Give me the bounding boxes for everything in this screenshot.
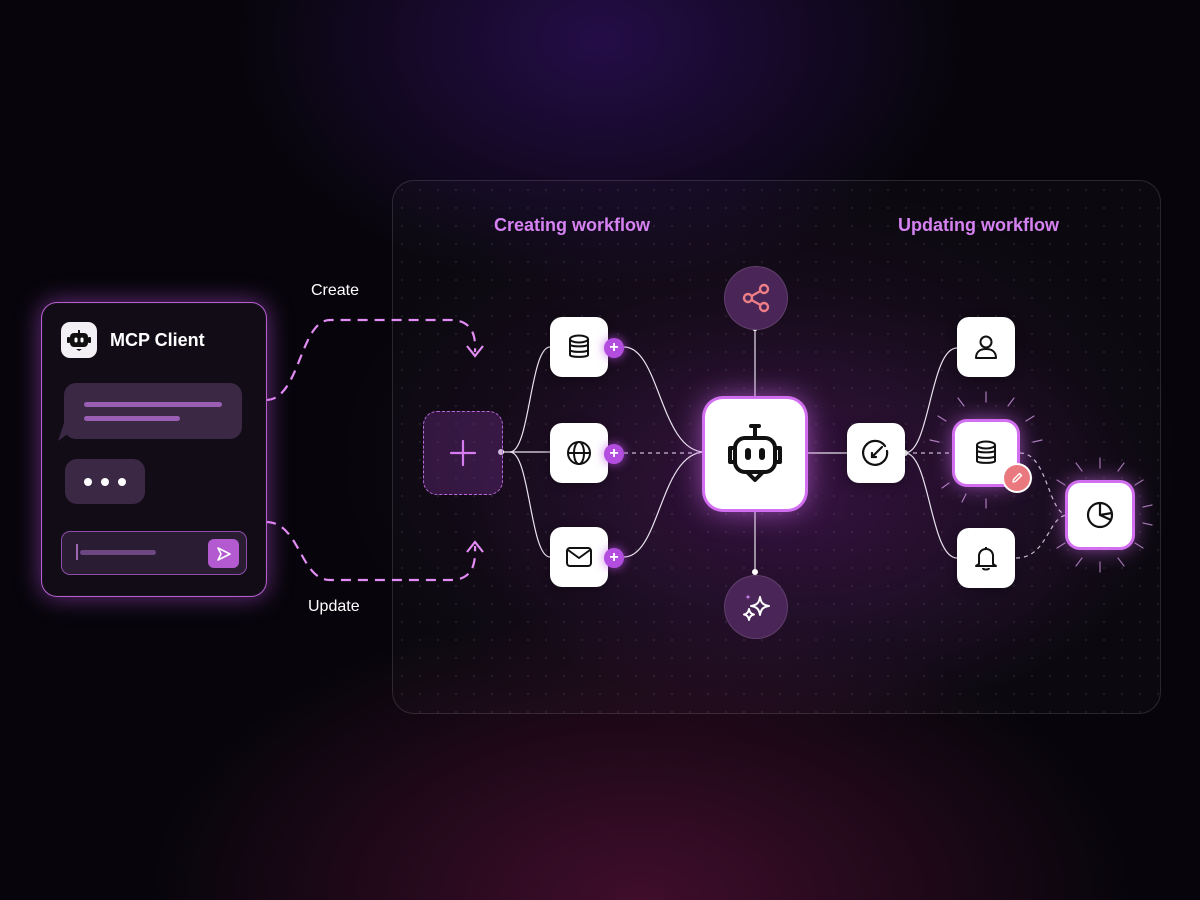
updating-workflow-title: Updating workflow (898, 215, 1059, 235)
add-badge[interactable]: + (604, 338, 624, 358)
sparkles-icon (743, 594, 770, 621)
line-compass-to-bell (904, 452, 958, 559)
create-arrowhead (466, 345, 484, 358)
chart-node[interactable] (1068, 483, 1132, 547)
create-arrow (265, 318, 477, 402)
bubble-line (84, 416, 180, 421)
text-cursor (76, 544, 78, 560)
db-glow-rays (929, 391, 1043, 509)
compass-icon (862, 439, 889, 466)
line-db-to-hub (623, 346, 706, 453)
add-badge[interactable]: + (604, 444, 624, 464)
bubble-tail (58, 423, 74, 441)
input-placeholder-line (80, 550, 156, 555)
sparkles-node[interactable] (724, 575, 788, 639)
pie-chart-icon (1086, 501, 1114, 529)
client-avatar (61, 322, 97, 358)
line-add-to-mail (509, 451, 551, 558)
user-node[interactable] (957, 317, 1015, 377)
line-db-to-chart (1019, 452, 1069, 516)
dot (752, 569, 758, 575)
line-mail-to-hub (623, 451, 706, 558)
edit-badge[interactable] (1004, 465, 1030, 491)
line-add-to-db (509, 346, 551, 453)
add-badge[interactable]: + (604, 548, 624, 568)
update-label: Update (308, 598, 360, 615)
line-compass-to-user (904, 347, 958, 454)
chat-bubble (58, 383, 242, 441)
mail-node[interactable] (550, 527, 608, 587)
compass-node[interactable] (847, 423, 905, 483)
bell-node[interactable] (957, 528, 1015, 588)
robot-icon (67, 330, 91, 351)
create-label: Create (311, 282, 360, 299)
share-icon (742, 283, 770, 313)
pencil-icon (1012, 472, 1023, 483)
typing-dot (84, 477, 92, 486)
update-arrowhead (466, 540, 484, 553)
bell-icon (975, 547, 997, 571)
robot-icon (728, 424, 782, 482)
typing-dot (118, 477, 126, 486)
line-bell-to-chart (1015, 514, 1069, 559)
plus-icon (449, 439, 477, 467)
mail-icon (566, 547, 592, 567)
database-node[interactable] (550, 317, 608, 377)
globe-icon (567, 441, 591, 465)
client-title: MCP Client (110, 330, 205, 350)
database-icon (569, 334, 589, 358)
bubble-line (84, 402, 222, 407)
creating-workflow-title: Creating workflow (494, 215, 651, 235)
chart-glow-rays (1056, 457, 1153, 573)
globe-node[interactable] (550, 423, 608, 483)
user-icon (975, 335, 997, 359)
database-icon (976, 440, 996, 464)
typing-indicator (65, 459, 145, 504)
agent-hub-node[interactable] (705, 399, 805, 509)
share-node[interactable] (724, 266, 788, 330)
send-button[interactable] (208, 539, 239, 568)
typing-dot (101, 477, 109, 486)
update-arrow (265, 520, 477, 582)
send-icon (216, 546, 231, 561)
add-node-placeholder[interactable] (423, 411, 503, 495)
